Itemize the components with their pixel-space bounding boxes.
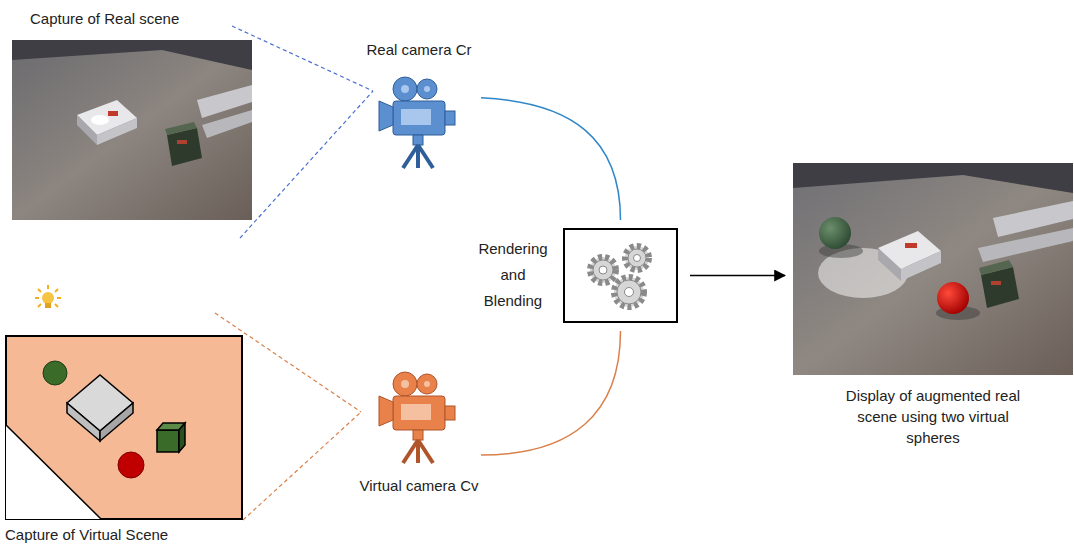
node-label: Display of augmented real scene using tw… — [838, 385, 1028, 448]
augmented-scene-photo — [793, 163, 1073, 375]
node-label: Real camera Cr — [366, 41, 471, 59]
node-label: Rendering and Blending — [471, 236, 555, 314]
node-label: Capture of Virtual Scene — [5, 526, 168, 544]
node-label: Virtual camera Cv — [360, 477, 479, 495]
connector — [481, 331, 621, 455]
connector — [690, 275, 785, 277]
camera-node: Real camera Cr — [375, 75, 463, 170]
photo-panel: Capture of Real scene — [12, 40, 252, 220]
node-label: Capture of Real scene — [30, 10, 179, 28]
photo-panel: Display of augmented real scene using tw… — [793, 163, 1073, 375]
virtual-scene-drawing — [5, 335, 243, 520]
real-camera-icon — [375, 75, 463, 170]
scene-panel: Capture of Virtual Scene — [5, 335, 243, 520]
camera-node: Virtual camera Cv — [375, 370, 463, 465]
real-scene-photo — [12, 40, 252, 220]
virtual-camera-icon — [375, 370, 463, 465]
process-box: Rendering and Blending — [563, 228, 678, 323]
connector — [232, 26, 373, 238]
bulb — [35, 285, 61, 308]
connector — [481, 98, 621, 220]
gears-icon — [563, 228, 678, 323]
